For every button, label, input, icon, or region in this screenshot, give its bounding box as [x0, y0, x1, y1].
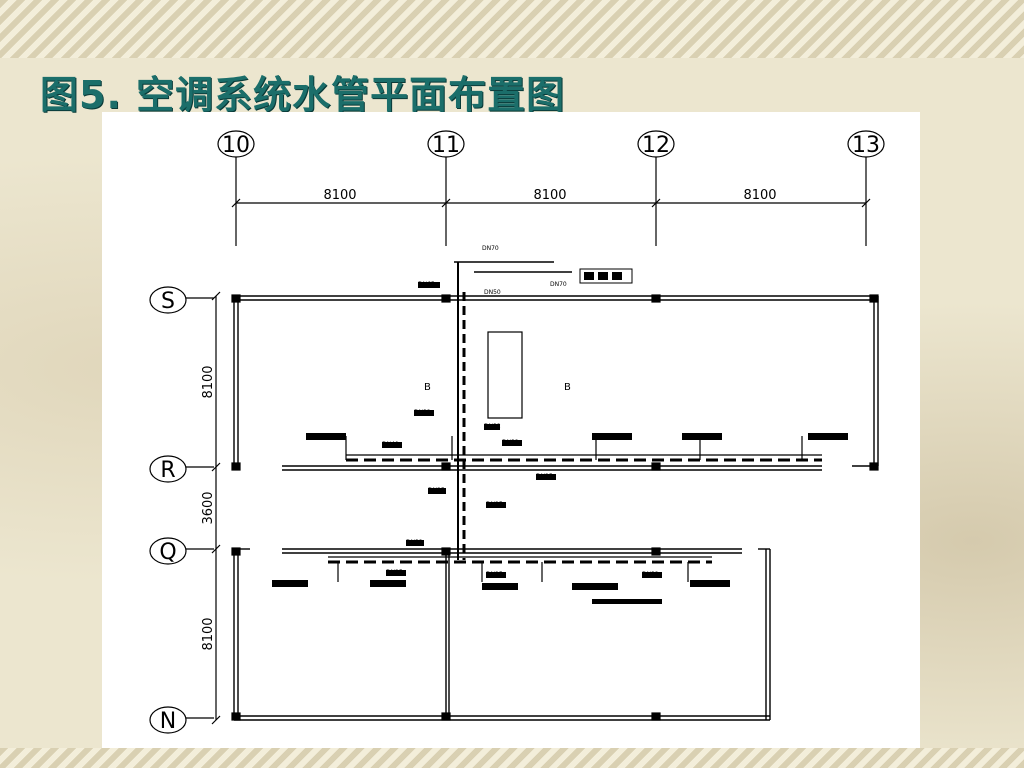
decorative-top-border: [0, 0, 1024, 58]
building-lower-walls: [233, 548, 771, 721]
slide-title: 图5. 空调系统水管平面布置图: [40, 73, 566, 117]
label-pipe-i: DN25: [428, 487, 445, 494]
section-mark-left: B: [424, 382, 431, 393]
label-pipe-j: DN25: [486, 501, 503, 508]
building-upper-walls: [233, 295, 879, 471]
axis-label-11: 11: [432, 133, 460, 158]
label-pipe-m: DN25: [486, 571, 503, 578]
axis-label-13: 13: [852, 133, 880, 158]
axis-label-n: N: [160, 709, 176, 734]
column-axis-12: [637, 130, 675, 246]
axis-label-r: R: [160, 458, 175, 483]
axis-label-q: Q: [159, 540, 176, 565]
label-pipe-b: DN70: [550, 281, 567, 288]
section-mark-right: B: [564, 382, 571, 393]
fan-coil-units: [272, 268, 848, 604]
horizontal-dimension-line: [231, 198, 871, 208]
dim-label-h3: 8100: [743, 188, 776, 203]
column-axis-10: [217, 130, 255, 246]
axis-label-10: 10: [222, 133, 250, 158]
label-pipe-c: DN50: [484, 289, 501, 296]
main-riser-pipes: [454, 261, 572, 560]
structural-columns: [231, 294, 879, 721]
pipe-tags: [382, 282, 662, 578]
row-axis-r: [149, 455, 214, 483]
vertical-dimension-line: [211, 291, 221, 725]
row-axis-n: [149, 706, 214, 734]
dim-label-h1: 8100: [323, 188, 356, 203]
column-axis-13: [847, 130, 885, 246]
label-pipe-l: DN25: [386, 569, 403, 576]
label-pipe-h: DN25: [536, 473, 553, 480]
dim-label-v2: 3600: [201, 491, 216, 524]
dim-label-h2: 8100: [533, 188, 566, 203]
equipment-box: [487, 331, 523, 419]
floor-plan-drawing: 10 11 12 13 8100 8100 8100 S R Q N 8100 …: [102, 112, 920, 748]
label-pipe-g: DN32: [502, 439, 519, 446]
label-pipe-k: DN32: [406, 539, 423, 546]
lower-floor-branch-pipes: [328, 556, 712, 582]
axis-label-s: S: [161, 289, 175, 314]
label-pipe-n: DN32: [642, 571, 659, 578]
column-axis-11: [427, 130, 465, 246]
axis-label-12: 12: [642, 133, 670, 158]
dim-label-v1: 8100: [201, 365, 216, 398]
label-pipe-e: DN32: [484, 423, 501, 430]
row-axis-q: [149, 537, 214, 565]
decorative-bottom-border: [0, 748, 1024, 768]
upper-floor-branch-pipes: [345, 436, 822, 462]
label-riser-top: DN70: [482, 245, 499, 252]
label-pipe-d: DN32: [414, 409, 431, 416]
row-axis-s: [149, 286, 214, 314]
plan-svg: 10 11 12 13 8100 8100 8100 S R Q N 8100 …: [149, 130, 885, 734]
label-pipe-a: DN65: [418, 281, 435, 288]
label-pipe-f: DN40: [382, 441, 399, 448]
dim-label-v3: 8100: [201, 617, 216, 650]
